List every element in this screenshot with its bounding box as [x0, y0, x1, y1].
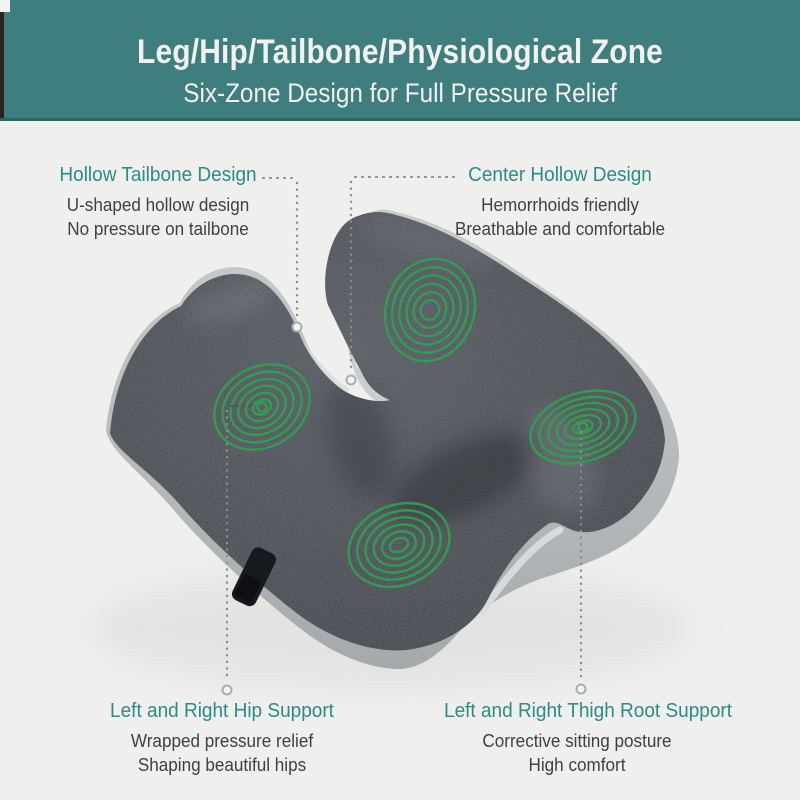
callout-line: Breathable and comfortable	[454, 219, 666, 239]
callout-line: No pressure on tailbone	[67, 219, 249, 239]
fabric-tag	[231, 547, 277, 607]
callout-title: Left and Right Hip Support	[110, 700, 334, 722]
page-subtitle: Six-Zone Design for Full Pressure Relief	[183, 78, 617, 108]
cushion-contours	[186, 215, 598, 524]
callout-title: Left and Right Thigh Root Support	[444, 700, 733, 722]
leader-thigh	[575, 430, 587, 695]
callout-line: Corrective sitting posture	[482, 731, 672, 751]
header-banner: Leg/Hip/Tailbone/Physiological Zone Six-…	[0, 0, 800, 121]
leader-hip	[221, 405, 251, 696]
side-band-highlight	[478, 526, 564, 616]
callout-line: High comfort	[528, 755, 626, 775]
callout-title: Center Hollow Design	[468, 164, 652, 186]
callout-hollow-tailbone: Hollow Tailbone Design U-shaped hollow d…	[25, 163, 291, 241]
callout-line: Shaping beautiful hips	[137, 755, 307, 775]
leader-endpoint-thigh	[575, 683, 587, 695]
callout-thigh-root-support: Left and Right Thigh Root Support Correc…	[444, 699, 733, 777]
callout-center-hollow: Center Hollow Design Hemorrhoids friendl…	[427, 163, 693, 241]
pressure-zone-right-thigh	[529, 389, 637, 465]
leader-center-hollow	[345, 176, 455, 386]
callout-line: U-shaped hollow design	[66, 195, 250, 215]
pressure-zone-front-center	[347, 501, 451, 589]
leader-endpoint-center-hollow	[345, 374, 357, 386]
callout-line: Hemorrhoids friendly	[481, 195, 639, 215]
leader-endpoint-hip	[221, 684, 233, 696]
leader-tailbone	[262, 177, 303, 333]
leader-endpoint-tailbone	[291, 321, 303, 333]
pressure-zone-tailbone-top	[383, 257, 477, 363]
banner-corner-chip	[0, 0, 10, 12]
banner-left-edge	[0, 0, 4, 118]
page-title: Leg/Hip/Tailbone/Physiological Zone	[137, 33, 663, 71]
callout-title: Hollow Tailbone Design	[59, 164, 257, 186]
callout-line: Wrapped pressure relief	[130, 731, 314, 751]
callout-hip-support: Left and Right Hip Support Wrapped press…	[89, 699, 355, 777]
